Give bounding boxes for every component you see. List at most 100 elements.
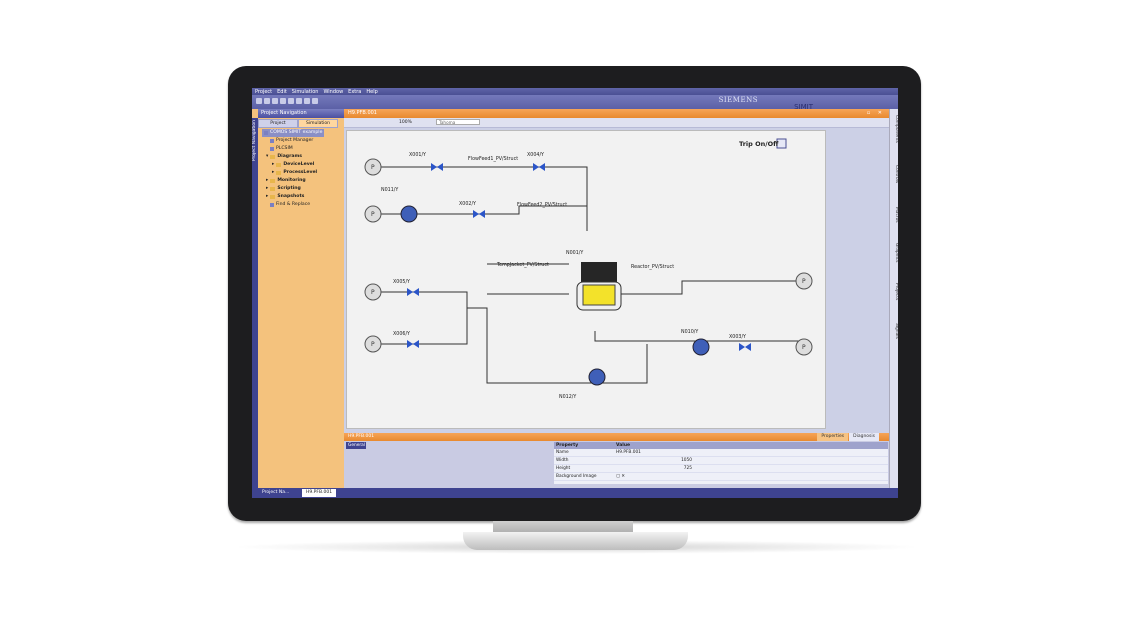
table-header: Property Value	[554, 442, 888, 449]
cut-icon[interactable]	[280, 98, 286, 104]
tag-n012: N012/Y	[559, 394, 576, 400]
font-select[interactable]: Tahoma	[436, 119, 480, 125]
vertical-tab-label: Project Navigation	[252, 120, 257, 162]
row-property: Width	[556, 458, 569, 463]
tab-simulation[interactable]: Simulation	[298, 119, 338, 128]
monitor-stand	[463, 532, 688, 550]
tree-item-plcsim[interactable]: PLCSIM	[262, 145, 324, 153]
tree-item-scripting[interactable]: ▸Scripting	[262, 185, 324, 193]
tab-macros[interactable]: Macros	[894, 207, 898, 223]
tag-n001: N001/Y	[566, 250, 583, 256]
monitor-neck	[493, 521, 633, 535]
task-h9-pfb-001[interactable]: H9.PFB.001	[302, 489, 337, 497]
tree-label: DeviceLevel	[283, 162, 315, 167]
copy-icon[interactable]	[288, 98, 294, 104]
product-name: SIMIT	[794, 103, 813, 111]
pump-label: P	[802, 278, 806, 285]
project-icon	[264, 131, 268, 135]
tag-n011: N011/Y	[381, 187, 398, 193]
tree-item-processlevel[interactable]: ▸ ProcessLevel	[262, 169, 324, 177]
tag-x001: X001/Y	[409, 152, 426, 158]
row-property: Background Image	[556, 474, 597, 479]
editor-toolbar: 100% Tahoma	[344, 118, 889, 128]
tree-label: PLCSIM	[276, 146, 293, 151]
open-icon[interactable]	[264, 98, 270, 104]
folder-icon	[276, 171, 282, 175]
tab-project[interactable]: Project	[258, 119, 298, 128]
zoom-level[interactable]: 100%	[399, 120, 412, 125]
expand-arrow-icon[interactable]: ▾	[266, 154, 269, 159]
tree-item-project-manager[interactable]: Project Manager	[262, 137, 324, 145]
menu-extra[interactable]: Extra	[348, 88, 362, 95]
collapse-arrow-icon[interactable]: ▸	[272, 170, 275, 175]
collapse-arrow-icon[interactable]: ▸	[272, 162, 275, 167]
valves	[407, 163, 751, 351]
table-row[interactable]: Background Image ▢ ✕	[554, 473, 888, 481]
tree-label: ProcessLevel	[283, 170, 318, 175]
tree-item-snapshots[interactable]: ▸ Snapshots	[262, 193, 324, 201]
tag-x003: X003/Y	[729, 334, 746, 340]
pump-label: P	[371, 341, 375, 348]
editor-title: H9.PFB.001	[348, 110, 377, 116]
tab-signals[interactable]: Signals	[894, 323, 898, 339]
tag-n010: N010/Y	[681, 329, 698, 335]
folder-icon	[270, 187, 276, 191]
folder-icon	[270, 179, 276, 183]
properties-general[interactable]: General	[346, 442, 366, 449]
menu-project[interactable]: Project	[255, 88, 273, 95]
tree-label: Find & Replace	[276, 202, 311, 207]
project-manager-icon	[270, 139, 274, 143]
folder-icon	[270, 155, 276, 159]
window-controls[interactable]: ▫ ✕	[866, 110, 885, 116]
tab-controls[interactable]: Controls	[894, 165, 898, 184]
properties-title: H9.PFB.001	[344, 433, 889, 441]
tab-graphics[interactable]: Graphics	[894, 243, 898, 263]
properties-panel: H9.PFB.001 Properties Diagnosis General …	[344, 433, 889, 493]
play-icon[interactable]	[312, 98, 318, 104]
collapse-arrow-icon[interactable]: ▸	[266, 178, 269, 183]
pump-labels: P P P P P P	[371, 164, 806, 351]
tree-item-monitoring[interactable]: ▸Monitoring	[262, 177, 324, 185]
tree-item-diagrams[interactable]: ▾Diagrams	[262, 153, 324, 161]
tag-x002: X002/Y	[459, 201, 476, 207]
tree-item-devicelevel[interactable]: ▸ DeviceLevel	[262, 161, 324, 169]
tab-components[interactable]: Components	[894, 115, 898, 143]
tag-reactor: Reactor_PV/Struct	[631, 264, 674, 270]
tag-tempjacket: TempJacket_PV/Struct	[496, 262, 549, 268]
pump-label: P	[802, 344, 806, 351]
window-taskbar: Project Na... H9.PFB.001	[252, 488, 898, 498]
collapse-arrow-icon[interactable]: ▸	[266, 194, 269, 199]
save-icon[interactable]	[272, 98, 278, 104]
menu-window[interactable]: Window	[323, 88, 344, 95]
trip-toggle[interactable]	[776, 138, 787, 149]
tab-diagnosis[interactable]: Diagnosis	[849, 433, 879, 441]
pump-label: P	[371, 211, 375, 218]
navigation-tree: COMOS SIMIT example Project Manager PLCS…	[262, 129, 325, 209]
right-tab-strip: Components Controls Macros Graphics Proj…	[889, 109, 898, 488]
header-property: Property	[556, 443, 579, 448]
diagram-canvas[interactable]: P P P P P P	[346, 130, 826, 429]
tree-item-find-replace[interactable]: Find & Replace	[262, 201, 324, 209]
undo-icon[interactable]	[304, 98, 310, 104]
vertical-tab-project-navigation[interactable]: Project Navigation	[252, 118, 258, 490]
menu-edit[interactable]: Edit	[277, 88, 287, 95]
tree-label: Snapshots	[277, 194, 305, 199]
paste-icon[interactable]	[296, 98, 302, 104]
tab-projects[interactable]: Projects	[894, 283, 898, 301]
collapse-arrow-icon[interactable]: ▸	[266, 186, 269, 191]
task-project-navigation[interactable]: Project Na...	[262, 490, 290, 495]
menu-help[interactable]: Help	[366, 88, 378, 95]
tree-item-root[interactable]: COMOS SIMIT example	[262, 129, 325, 137]
new-icon[interactable]	[256, 98, 262, 104]
find-icon	[270, 203, 274, 207]
image-controls[interactable]: ▢ ✕	[616, 474, 626, 479]
menu-simulation[interactable]: Simulation	[291, 88, 319, 95]
tab-properties[interactable]: Properties	[817, 433, 849, 441]
tag-x004: X004/Y	[527, 152, 544, 158]
pump-circles	[364, 158, 813, 386]
editor-title-bar: H9.PFB.001 ▫ ✕	[344, 109, 889, 118]
